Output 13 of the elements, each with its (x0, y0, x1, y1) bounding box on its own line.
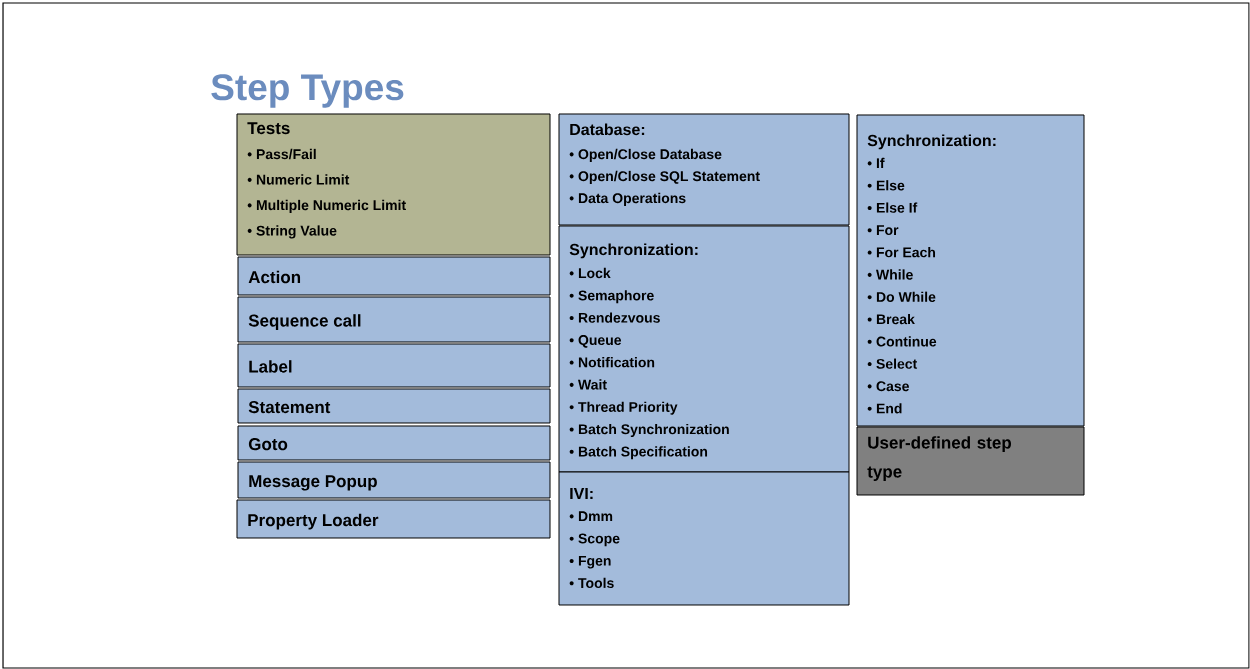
step-box: Goto (237, 425, 551, 461)
step-box: Property Loader (236, 499, 551, 539)
title: Step Types (211, 74, 404, 108)
step-box: Message Popup (237, 461, 551, 499)
step-box: Label (237, 343, 551, 388)
step-box: IVI: • Dmm • Scope • Fgen • Tools (558, 471, 850, 606)
step-box: User-defined step type (856, 426, 1085, 496)
step-box: Synchronization: • If • Else • Else If • For • For Each • While • Do While • Break • Continue • Select • Case • End (856, 114, 1085, 427)
step-box: Database: • Open/Close Database • Open/Close SQL Statement • Data Operations (558, 113, 850, 226)
step-box: Tests • Pass/Fail • Numeric Limit • Multiple Numeric Limit • String Value (236, 113, 551, 256)
step-box: Sequence call (237, 296, 551, 343)
step-box: Action (237, 256, 551, 296)
step-box: Statement (237, 388, 551, 424)
